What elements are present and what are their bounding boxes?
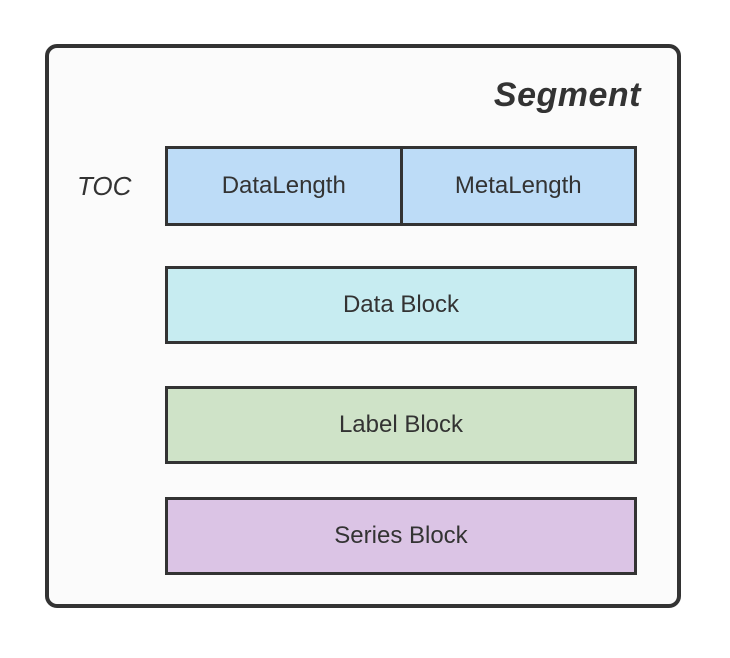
segment-title: Segment xyxy=(493,76,641,114)
toc-cell-datalength-label: DataLength xyxy=(221,172,346,199)
series-block-label: Series Block xyxy=(334,522,468,549)
data-block-label: Data Block xyxy=(342,291,460,318)
toc-cell-metalength-label: MetaLength xyxy=(454,172,582,199)
toc-cell-metalength: MetaLength xyxy=(399,146,637,226)
toc-row: DataLength MetaLength xyxy=(165,146,637,226)
data-block: Data Block xyxy=(165,266,637,344)
segment-container: Segment TOC DataLength MetaLength Data B… xyxy=(45,44,681,608)
toc-cell-datalength: DataLength xyxy=(165,146,403,226)
label-block-label: Label Block xyxy=(338,411,464,438)
label-block: Label Block xyxy=(165,386,637,464)
toc-label: TOC xyxy=(77,170,132,201)
series-block: Series Block xyxy=(165,497,637,575)
